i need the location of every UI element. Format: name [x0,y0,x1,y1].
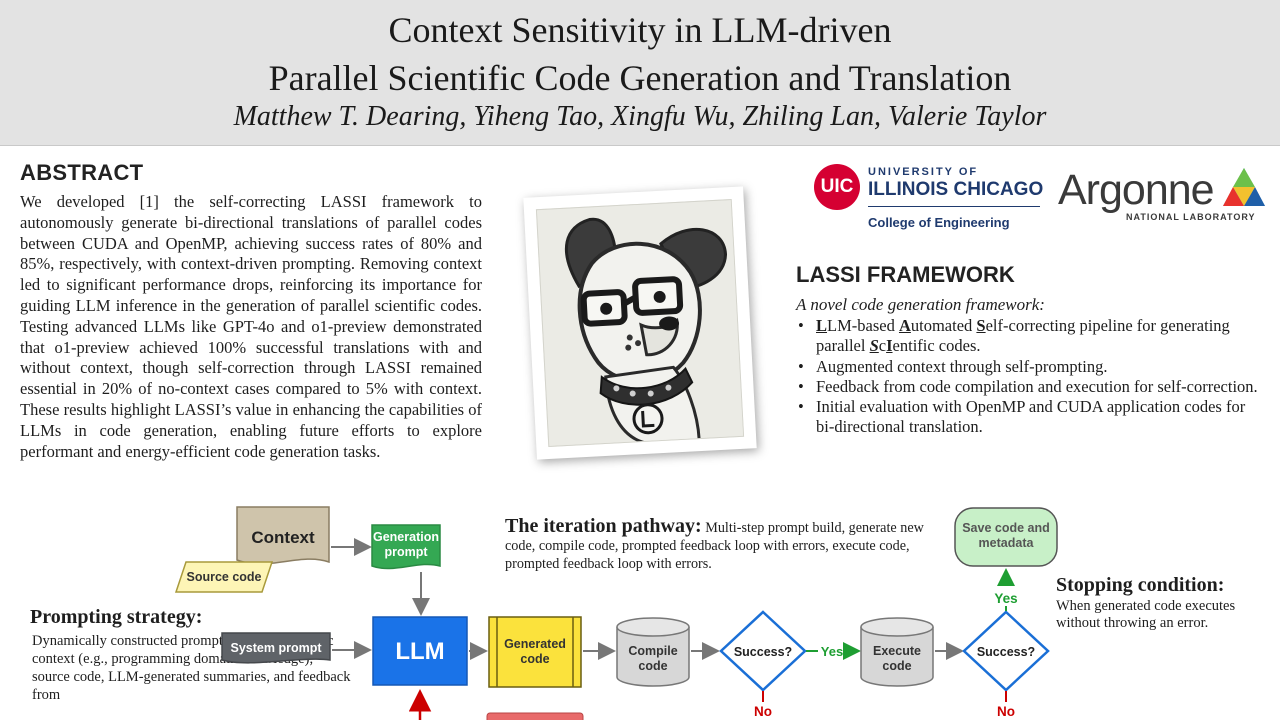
uic-mark: UIC [814,164,860,210]
poster-title-line-1: Context Sensitivity in LLM-driven [388,10,892,50]
source-code-label: Source code [186,570,261,584]
execute-code-node: Execute code [860,617,934,687]
stopping-heading: Stopping condition: [1056,574,1225,596]
success-check-execute: Success? [962,610,1050,692]
uic-divider [868,206,1040,207]
success-check-compile: Success? [719,610,807,692]
poster-title-line-2: Parallel Scientific Code Generation and … [268,58,1012,98]
title-banner: Context Sensitivity in LLM-driven Parall… [0,0,1280,146]
lassi-heading: LASSI FRAMEWORK [796,262,1015,287]
prompting-heading: Prompting strategy: [30,606,203,628]
generation-prompt-label-1: Generation [373,530,439,544]
generated-code-label-2: code [520,652,549,666]
lassi-feature-acronym: LLM-based Automated Self-correcting pipe… [796,316,1266,357]
mascot-photo [523,186,757,460]
argonne-triangle-icon [1223,168,1265,206]
mascot-illustration [535,199,745,447]
lassi-feature-evaluation: Initial evaluation with OpenMP and CUDA … [796,397,1266,438]
execute-code-label-1: Execute [873,644,921,658]
compile-code-label-1: Compile [628,644,677,658]
lassi-intro: A novel code generation framework: [796,295,1045,314]
yes-label-execute: Yes [994,591,1017,606]
no-label-compile: No [754,704,772,719]
save-code-node: Save code and metadata [954,507,1058,567]
context-node: Context [236,506,330,565]
poster-authors: Matthew T. Dearing, Yiheng Tao, Xingfu W… [233,101,1047,132]
iteration-pathway: The iteration pathway: Multi-step prompt… [505,515,935,573]
llm-label: LLM [395,638,444,665]
success-label-1: Success? [734,645,792,659]
execute-code-label-2: code [882,659,911,673]
generated-code-label-1: Generated [504,637,566,651]
dog-with-glasses-icon [536,199,745,447]
iteration-body: Multi-step prompt build, generate new co… [505,520,924,572]
stopping-body: When generated code executes without thr… [1056,598,1236,631]
generation-prompt-label-2: prompt [384,545,428,559]
generation-prompt-node: Generation prompt [371,524,441,570]
uic-college: College of Engineering [868,215,1010,230]
yes-label-compile: Yes [821,644,843,659]
generated-code-node: Generated code [488,616,582,688]
argonne-wordmark: Argonne [1058,166,1215,214]
uic-name: ILLINOIS CHICAGO [868,179,1044,200]
abstract-heading: ABSTRACT [20,160,144,185]
uic-university-label: UNIVERSITY OF [868,166,979,178]
source-code-node: Source code [174,561,274,593]
context-label: Context [251,528,315,547]
lassi-feature-list: LLM-based Automated Self-correcting pipe… [796,316,1266,438]
feedback-prompt-node [486,712,584,720]
argonne-subtitle: NATIONAL LABORATORY [1126,212,1256,222]
prompting-body: Dynamically constructed prompt stacked w… [32,633,351,703]
abstract-body: We developed [1] the self-correcting LAS… [20,192,482,461]
llm-node: LLM [372,616,468,686]
lassi-feature-feedback: Feedback from code compilation and execu… [796,377,1266,398]
save-label-2: metadata [979,536,1035,550]
argonne-logo: Argonne NATIONAL LABORATORY [1058,166,1268,226]
no-label-execute: No [997,704,1015,719]
uic-logo: UIC UNIVERSITY OF ILLINOIS CHICAGO Colle… [814,162,1044,234]
success-label-2: Success? [977,645,1035,659]
save-label-1: Save code and [962,521,1050,535]
compile-code-node: Compile code [616,617,690,687]
iteration-heading: The iteration pathway: [505,515,702,537]
lassi-feature-context: Augmented context through self-prompting… [796,357,1266,378]
compile-code-label-2: code [638,659,667,673]
